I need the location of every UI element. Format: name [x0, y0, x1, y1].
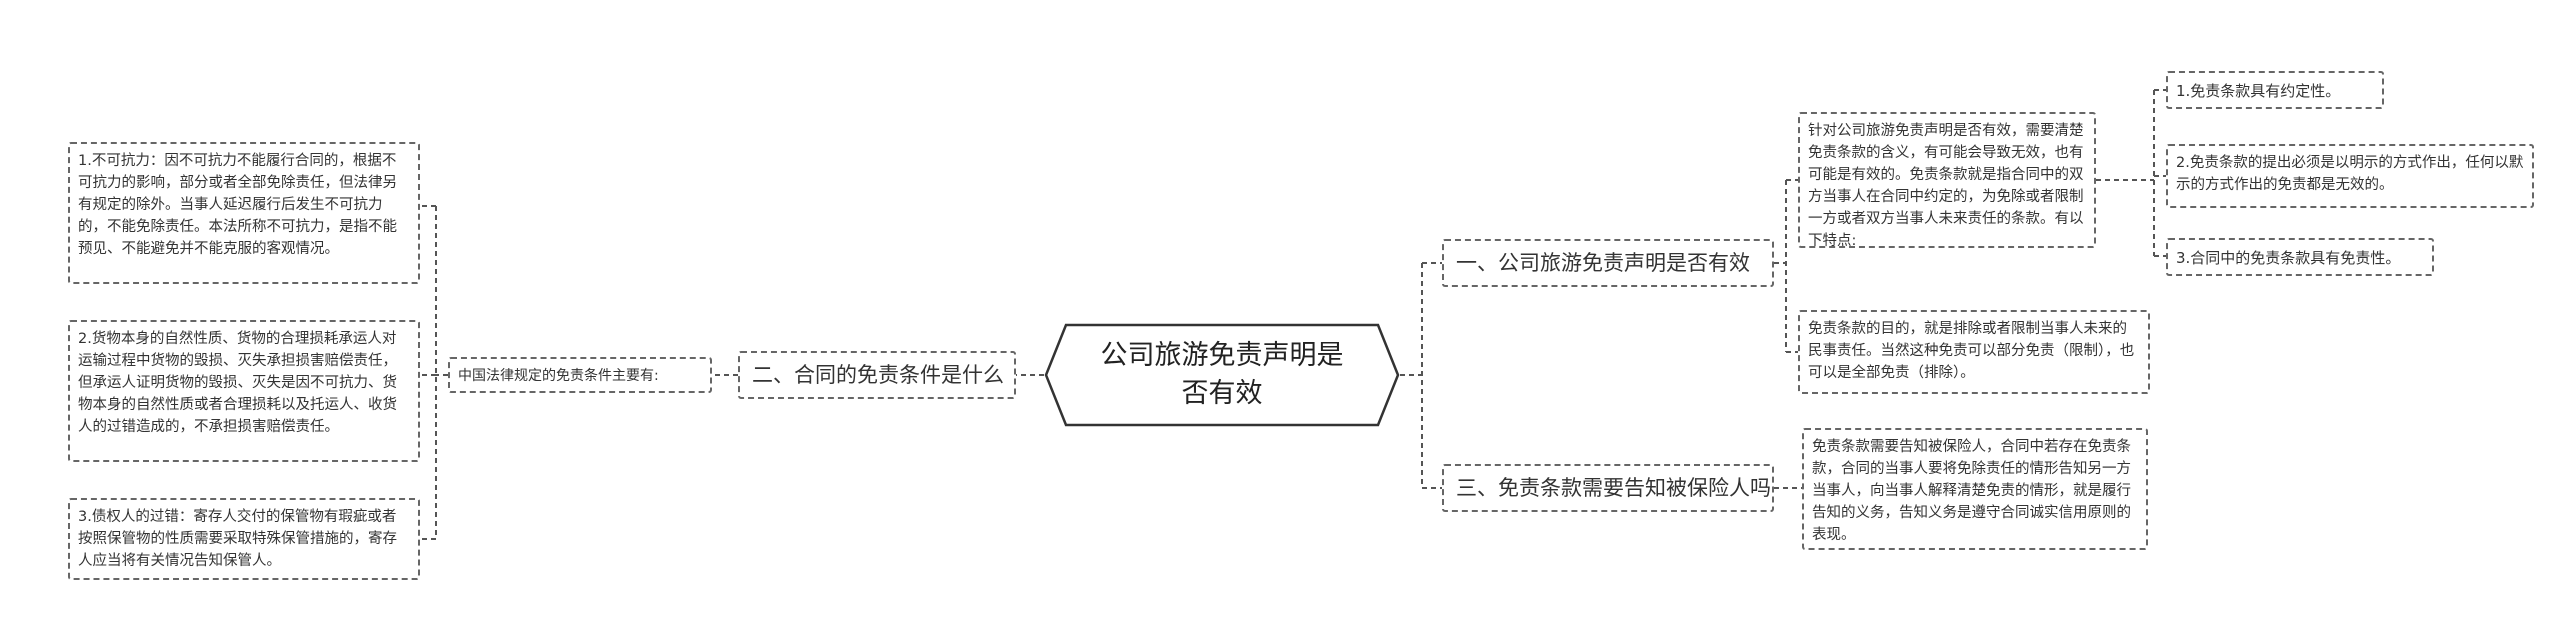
branch-notify-insured[interactable]: 三、免责条款需要告知被保险人吗	[1442, 464, 1774, 512]
detail-exemption-definition[interactable]: 针对公司旅游免责声明是否有效，需要清楚免责条款的含义，有可能会导致无效，也有可能…	[1798, 112, 2096, 249]
branch-validity[interactable]: 一、公司旅游免责声明是否有效	[1442, 239, 1774, 287]
condition-natural-loss[interactable]: 2.货物本身的自然性质、货物的合理损耗承运人对运输过程中货物的毁损、灭失承担损害…	[68, 320, 420, 462]
condition-force-majeure[interactable]: 1.不可抗力：因不可抗力不能履行合同的，根据不可抗力的影响，部分或者全部免除责任…	[68, 142, 420, 284]
root-topic[interactable]: 公司旅游免责声明是否有效	[1044, 323, 1400, 427]
leaf-express-manner[interactable]: 2.免责条款的提出必须是以明示的方式作出，任何以默示的方式作出的免责都是无效的。	[2166, 144, 2534, 208]
condition-creditor-fault[interactable]: 3.债权人的过错：寄存人交付的保管物有瑕疵或者按照保管物的性质需要采取特殊保管措…	[68, 498, 420, 580]
detail-legal-conditions-intro[interactable]: 中国法律规定的免责条件主要有:	[448, 357, 712, 393]
detail-exemption-purpose[interactable]: 免责条款的目的，就是排除或者限制当事人未来的民事责任。当然这种免责可以部分免责（…	[1798, 310, 2150, 394]
branch-exemption-conditions[interactable]: 二、合同的免责条件是什么	[738, 351, 1016, 399]
detail-notify-duty[interactable]: 免责条款需要告知被保险人，合同中若存在免责条款，合同的当事人要将免除责任的情形告…	[1802, 428, 2148, 550]
root-hexagon	[1044, 323, 1400, 427]
leaf-agreed-nature[interactable]: 1.免责条款具有约定性。	[2166, 71, 2384, 109]
leaf-exemption-nature[interactable]: 3.合同中的免责条款具有免责性。	[2166, 238, 2434, 276]
root-title: 公司旅游免责声明是否有效	[1100, 340, 1344, 409]
